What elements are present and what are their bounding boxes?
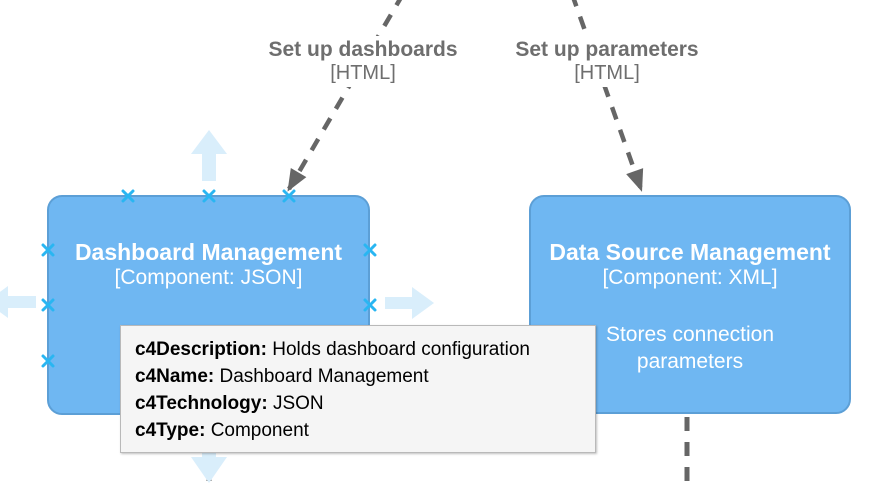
tooltip-row: c4Name: Dashboard Management xyxy=(135,363,581,390)
tooltip-row: c4Type: Component xyxy=(135,417,581,444)
connection-point-icon[interactable] xyxy=(363,243,377,257)
tooltip-value: JSON xyxy=(272,393,324,414)
edge-set-up-parameters[interactable] xyxy=(571,0,644,192)
component-type-label: [Component: XML] xyxy=(602,266,778,289)
tooltip-value: Holds dashboard configuration xyxy=(272,339,530,360)
edge-set-up-dashboards[interactable] xyxy=(287,0,403,192)
metadata-tooltip: c4Description: Holds dashboard configura… xyxy=(120,325,596,453)
connection-point-icon[interactable] xyxy=(363,298,377,312)
component-name: Dashboard Management xyxy=(74,239,343,265)
direction-arrow-up-icon[interactable] xyxy=(191,130,227,181)
tooltip-value: Component xyxy=(210,420,309,441)
tooltip-row: c4Description: Holds dashboard configura… xyxy=(135,336,581,363)
connection-point-icon[interactable] xyxy=(41,243,55,257)
tooltip-key: c4Type: xyxy=(135,420,206,441)
direction-arrow-down-icon[interactable] xyxy=(191,430,227,483)
edge-technology-text: [HTML] xyxy=(330,62,396,84)
edge-label-text: Set up dashboards xyxy=(268,38,458,61)
tooltip-value: Dashboard Management xyxy=(219,366,429,387)
component-type-label: [Component: JSON] xyxy=(114,266,303,289)
edge-label-set-up-parameters[interactable]: Set up parameters [HTML] xyxy=(494,36,720,87)
tooltip-key: c4Description: xyxy=(135,339,267,360)
component-description: Stores connection parameters xyxy=(605,323,775,373)
direction-arrow-left-icon[interactable] xyxy=(0,286,36,318)
component-name: Data Source Management xyxy=(549,239,831,265)
edge-technology-text: [HTML] xyxy=(574,62,640,84)
edge-label-set-up-dashboards[interactable]: Set up dashboards [HTML] xyxy=(250,36,476,87)
connection-point-icon[interactable] xyxy=(41,298,55,312)
connection-point-icon[interactable] xyxy=(282,189,296,203)
connection-point-icon[interactable] xyxy=(41,354,55,368)
edge-label-text: Set up parameters xyxy=(515,38,699,61)
tooltip-row: c4Technology: JSON xyxy=(135,390,581,417)
connection-point-icon[interactable] xyxy=(202,189,216,203)
direction-arrow-right-icon[interactable] xyxy=(385,287,434,319)
connection-point-icon[interactable] xyxy=(121,189,135,203)
tooltip-key: c4Name: xyxy=(135,366,215,387)
tooltip-key: c4Technology: xyxy=(135,393,268,414)
